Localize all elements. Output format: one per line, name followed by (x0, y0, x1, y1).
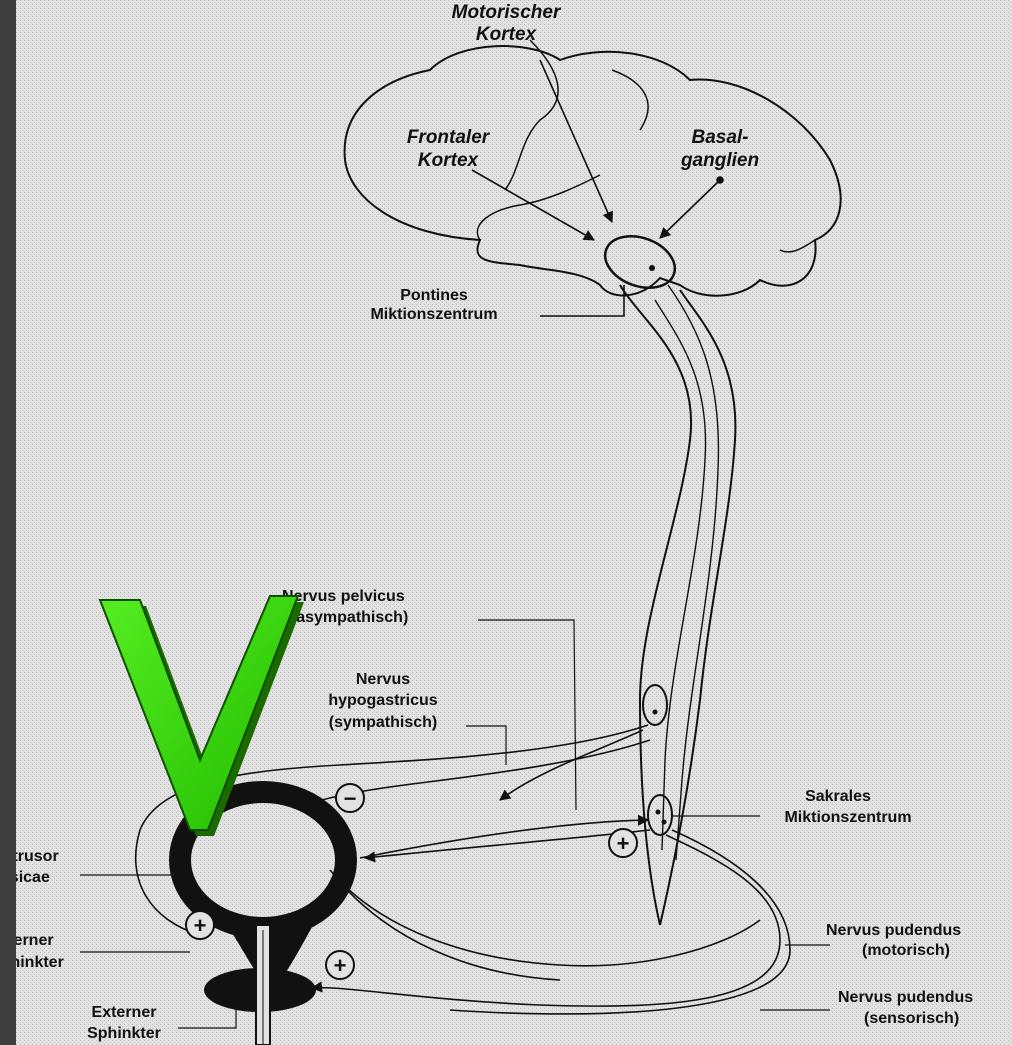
plus-symbol-external: + (326, 951, 354, 979)
svg-text:+: + (617, 831, 630, 856)
external-sphincter-label-2: Sphinkter (87, 1025, 161, 1042)
basal-ganglia-label: Basal- (691, 127, 748, 148)
paper-texture (16, 0, 1012, 1045)
frontal-cortex-label-2: Kortex (418, 150, 480, 171)
pudendal-motor-label-2: (motorisch) (862, 942, 950, 959)
detrusor-label-2: vesicae (16, 869, 50, 886)
hypogastric-nerve-label-2: hypogastricus (328, 692, 437, 709)
hypogastric-nerve-label-3: (sympathisch) (329, 714, 437, 731)
pontine-center-dot (649, 265, 655, 271)
frontal-cortex-label: Frontaler (407, 127, 491, 148)
pudendal-motor-label: Nervus pudendus (826, 922, 961, 939)
minus-symbol: − (336, 784, 364, 812)
hypogastric-nerve-label: Nervus (356, 671, 410, 688)
pontine-center-label: Pontines (400, 287, 468, 304)
plus-symbol-sacral: + (609, 829, 637, 857)
internal-sphincter-label: Interner (16, 932, 54, 949)
pontine-center-label-2: Miktionszentrum (370, 306, 497, 323)
svg-text:−: − (344, 786, 357, 811)
internal-sphincter-label-2: Sphinkter (16, 954, 64, 971)
external-sphincter-label: Externer (92, 1004, 157, 1021)
svg-text:+: + (334, 953, 347, 978)
slide-frame (0, 0, 16, 1045)
plus-symbol-internal: + (186, 911, 214, 939)
diagram-paper: − + + + Motorischer Kortex (16, 0, 1012, 1045)
sacral-center-label: Sakrales (805, 788, 871, 805)
sacral-center-label-2: Miktionszentrum (784, 809, 911, 826)
svg-text:+: + (194, 913, 207, 938)
micturition-diagram: − + + + Motorischer Kortex (16, 0, 1012, 1045)
pudendal-sensory-label-2: (sensorisch) (864, 1010, 959, 1027)
basal-ganglia-label-2: ganglien (680, 150, 759, 171)
pudendal-sensory-label: Nervus pudendus (838, 989, 973, 1006)
motor-cortex-label-2: Kortex (476, 24, 538, 45)
motor-cortex-label: Motorischer (452, 2, 562, 23)
detrusor-label: Detrusor (16, 848, 59, 865)
